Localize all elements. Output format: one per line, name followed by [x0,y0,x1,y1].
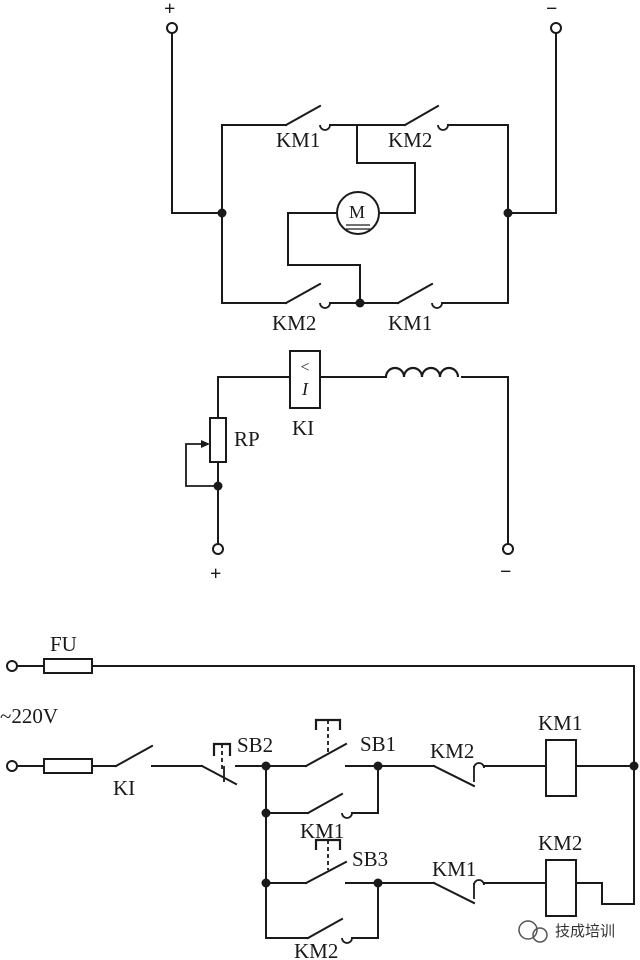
field-circuit: < I KI RP + − [185,350,514,585]
label-km1-top: KM1 [276,128,320,152]
supply-terminal-top [6,660,18,672]
watermark: 技成培训 [518,920,615,943]
ki-contact [114,744,154,768]
sb2-stop-button [200,764,238,786]
junction-dot [503,208,513,218]
sb3-start-button [304,860,348,885]
label-km2-interlock: KM2 [430,739,474,763]
junction-dot [213,481,223,491]
armature-circuit: + − M KM1 [164,0,562,335]
minus-terminal-top [550,22,562,34]
field-left-wire [217,376,291,419]
minus-terminal-field [502,543,514,555]
km2-coil [545,859,577,917]
motor-left-lead [287,212,361,304]
plus-terminal-field [212,543,224,555]
label-km2-coil: KM2 [538,831,582,855]
label-km1-interlock: KM1 [432,857,476,881]
km1-hold-contact [306,792,344,815]
km2-bottom-contact [284,282,322,305]
motor-symbol [336,191,380,235]
minus-sign-top: − [546,0,557,20]
label-sb2: SB2 [237,733,273,757]
current-relay-i: I [301,379,309,399]
label-km2-top: KM2 [388,128,432,152]
wechat-icon [518,920,538,940]
supply-terminal-bottom [6,760,18,772]
minus-sign-field: − [500,561,511,583]
label-km2-hold: KM2 [294,939,338,960]
label-km1-bottom: KM1 [388,311,432,335]
fuse-bottom [43,758,93,774]
neutral-line [91,665,635,905]
km2-hold-contact [306,917,344,940]
sb1-start-button [304,742,348,768]
label-km2-bottom: KM2 [272,311,316,335]
current-relay-symbol: < [300,359,309,376]
junction-dot [261,808,271,818]
plus-lead [171,32,223,214]
label-supply: ~220V [0,704,58,728]
km1-top-contact [284,104,322,127]
label-km1-coil: KM1 [538,711,582,735]
field-right-wire [461,376,509,546]
label-ki-relay: KI [292,416,314,440]
km2-top-contact [403,104,440,127]
junction-dot [355,298,365,308]
rheostat-wiper [185,443,218,487]
plus-sign-field: + [210,563,221,585]
km1-coil [545,739,577,797]
motor-label: M [349,202,365,222]
label-sb1: SB1 [360,732,396,756]
km2-interlock-contact [432,764,476,788]
minus-lead [507,32,557,214]
control-circuit: FU ~220V KI SB2 SB1 KM1 [0,632,639,960]
rheostat-rp [209,417,227,463]
km1-bottom-contact [396,282,434,305]
km1-interlock-contact [432,881,476,905]
label-sb3: SB3 [352,847,388,871]
label-fu: FU [50,632,77,656]
junction-dot [217,208,227,218]
plus-terminal-top [166,22,178,34]
label-rp: RP [234,427,260,451]
junction-dot [629,761,639,771]
fuse-top [43,658,93,674]
motor-right-lead [356,124,416,214]
current-relay-box [289,350,321,409]
label-ki-contact: KI [113,776,135,800]
watermark-text: 技成培训 [555,922,615,940]
field-winding [384,366,460,378]
plus-sign-top: + [164,0,175,20]
